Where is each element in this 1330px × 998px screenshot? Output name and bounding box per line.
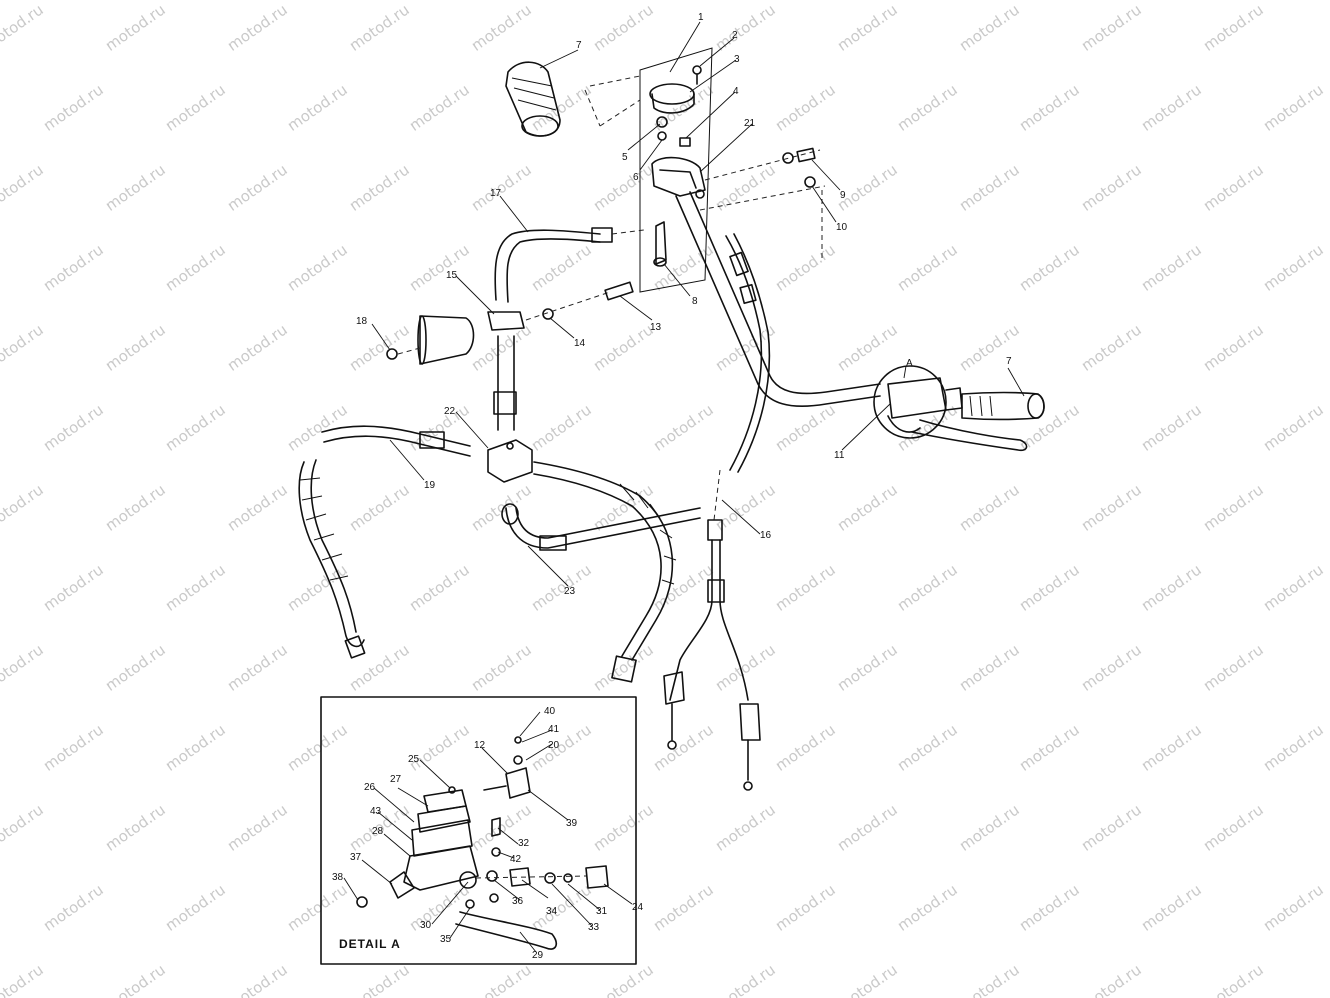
callout-10: 10 (836, 222, 848, 233)
hose-23 (501, 503, 701, 551)
callout-18: 18 (356, 316, 368, 327)
hose-19 (298, 425, 471, 659)
callout-29: 29 (532, 950, 544, 961)
callout-labels: 1 2 3 4 5 6 7 7 8 9 10 11 12 13 14 15 16… (332, 12, 1012, 961)
callout-43: 43 (370, 806, 382, 817)
callout-4: 4 (733, 86, 739, 97)
callout-37: 37 (350, 852, 362, 863)
callout-42: 42 (510, 854, 522, 865)
callout-38: 38 (332, 872, 344, 883)
callout-6: 6 (633, 172, 639, 183)
lower-cables (663, 519, 761, 791)
callout-28: 28 (372, 826, 384, 837)
callout-14: 14 (574, 338, 586, 349)
callout-22: 22 (444, 406, 456, 417)
callout-3: 3 (734, 54, 740, 65)
callout-17: 17 (490, 188, 502, 199)
callout-39: 39 (566, 818, 578, 829)
vertical-pipe (493, 335, 517, 431)
callout-25: 25 (408, 754, 420, 765)
detail-a-parts (356, 736, 609, 950)
callout-20: 20 (548, 740, 560, 751)
callout-41: 41 (548, 724, 560, 735)
callout-8: 8 (692, 296, 698, 307)
callout-27: 27 (390, 774, 402, 785)
callout-33: 33 (588, 922, 600, 933)
callout-30: 30 (420, 920, 432, 931)
junction-block-22 (487, 439, 533, 483)
bracket-15-18 (386, 281, 634, 365)
callout-7-right: 7 (1006, 356, 1012, 367)
callout-2: 2 (732, 30, 738, 41)
callout-36: 36 (512, 896, 524, 907)
cable-17 (494, 227, 645, 303)
callout-40: 40 (544, 706, 556, 717)
callout-31: 31 (596, 906, 608, 917)
callout-detail-a: A (906, 358, 913, 369)
callout-11: 11 (834, 450, 845, 461)
control-cable-16 (713, 233, 771, 521)
callout-leaders (343, 21, 1025, 953)
callout-23: 23 (564, 586, 576, 597)
detail-a-frame: DETAIL A (320, 696, 637, 965)
callout-32: 32 (518, 838, 530, 849)
callout-5: 5 (622, 152, 628, 163)
callout-16: 16 (760, 530, 772, 541)
callout-15: 15 (446, 270, 458, 281)
hose-right-spiral (533, 461, 677, 683)
mounting-plate (639, 47, 713, 293)
callout-1: 1 (698, 12, 704, 23)
callout-24: 24 (632, 902, 644, 913)
callout-26: 26 (364, 782, 376, 793)
callout-13: 13 (650, 322, 662, 333)
detail-a-title: DETAIL A (339, 937, 401, 951)
callout-7-left: 7 (576, 40, 582, 51)
callout-34: 34 (546, 906, 558, 917)
callout-9: 9 (840, 190, 846, 201)
callout-19: 19 (424, 480, 436, 491)
callout-21: 21 (744, 118, 756, 129)
clamp-assembly (649, 65, 826, 267)
left-grip (505, 61, 641, 137)
callout-35: 35 (440, 934, 452, 945)
screw-9-10 (782, 147, 823, 262)
right-control-assembly (873, 365, 1045, 452)
callout-12: 12 (474, 740, 486, 751)
